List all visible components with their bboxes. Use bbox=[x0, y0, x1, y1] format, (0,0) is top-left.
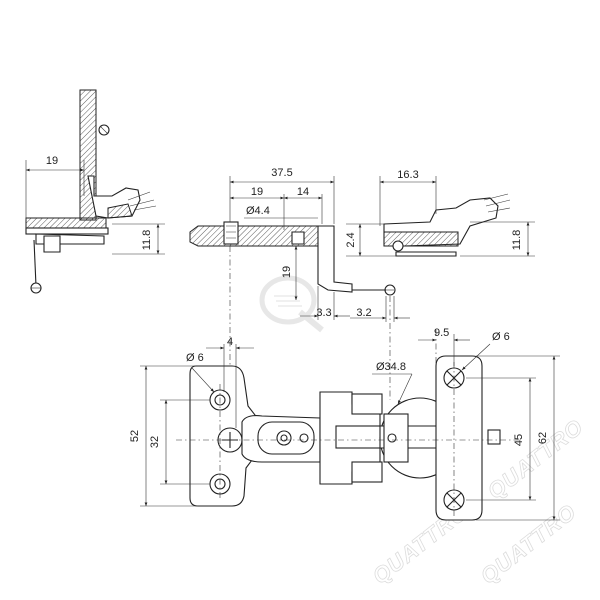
dim-top-62: 62 bbox=[537, 432, 549, 444]
dim-right-11-8: 11.8 bbox=[511, 230, 523, 251]
side-view-right-plate bbox=[383, 231, 459, 247]
dim-side-left-19: 19 bbox=[46, 155, 58, 167]
side-view-left: 19 11.8 bbox=[25, 89, 165, 294]
projection-lines bbox=[229, 246, 437, 400]
dim-top-9-5: 9.5 bbox=[434, 327, 449, 339]
dim-top-45: 45 bbox=[513, 434, 525, 446]
dim-right-16-3: 16.3 bbox=[397, 169, 418, 181]
dim-top-dia-34-8: Ø34.8 bbox=[376, 361, 406, 373]
side-view-right: 16.3 2.4 11.8 bbox=[345, 169, 535, 257]
dim-top-dia-6-right: Ø 6 bbox=[492, 331, 510, 343]
watermark-text-3: QUATTRO bbox=[476, 499, 581, 589]
dim-mid-14: 14 bbox=[297, 186, 309, 198]
dim-mid-37-5: 37.5 bbox=[271, 167, 292, 179]
watermark-text-1: QUATTRO bbox=[483, 414, 588, 504]
dim-right-2-4: 2.4 bbox=[345, 232, 357, 247]
dim-mid-3-2: 3.2 bbox=[356, 307, 371, 319]
dim-side-left-11-8: 11.8 bbox=[141, 230, 153, 251]
dim-mid-19: 19 bbox=[251, 186, 263, 198]
dim-top-32: 32 bbox=[149, 436, 161, 448]
top-view: 4 Ø 6 52 32 9.5 Ø 6 Ø34.8 45 62 bbox=[129, 327, 560, 521]
side-view-left-panel bbox=[25, 217, 107, 229]
dim-mid-3-3: 3.3 bbox=[316, 307, 331, 319]
dim-mid-19-vertical: 19 bbox=[281, 266, 293, 278]
dim-top-52: 52 bbox=[129, 430, 141, 442]
dim-mid-dia-4-4: Ø4.4 bbox=[246, 205, 270, 217]
side-view-middle: 37.5 19 14 Ø4.4 19 3.3 3.2 bbox=[189, 167, 410, 322]
dim-top-dia-6-left: Ø 6 bbox=[186, 352, 204, 364]
watermark-logo-icon bbox=[259, 275, 324, 333]
dim-top-4: 4 bbox=[227, 336, 233, 348]
top-view-door-plate bbox=[435, 355, 483, 521]
